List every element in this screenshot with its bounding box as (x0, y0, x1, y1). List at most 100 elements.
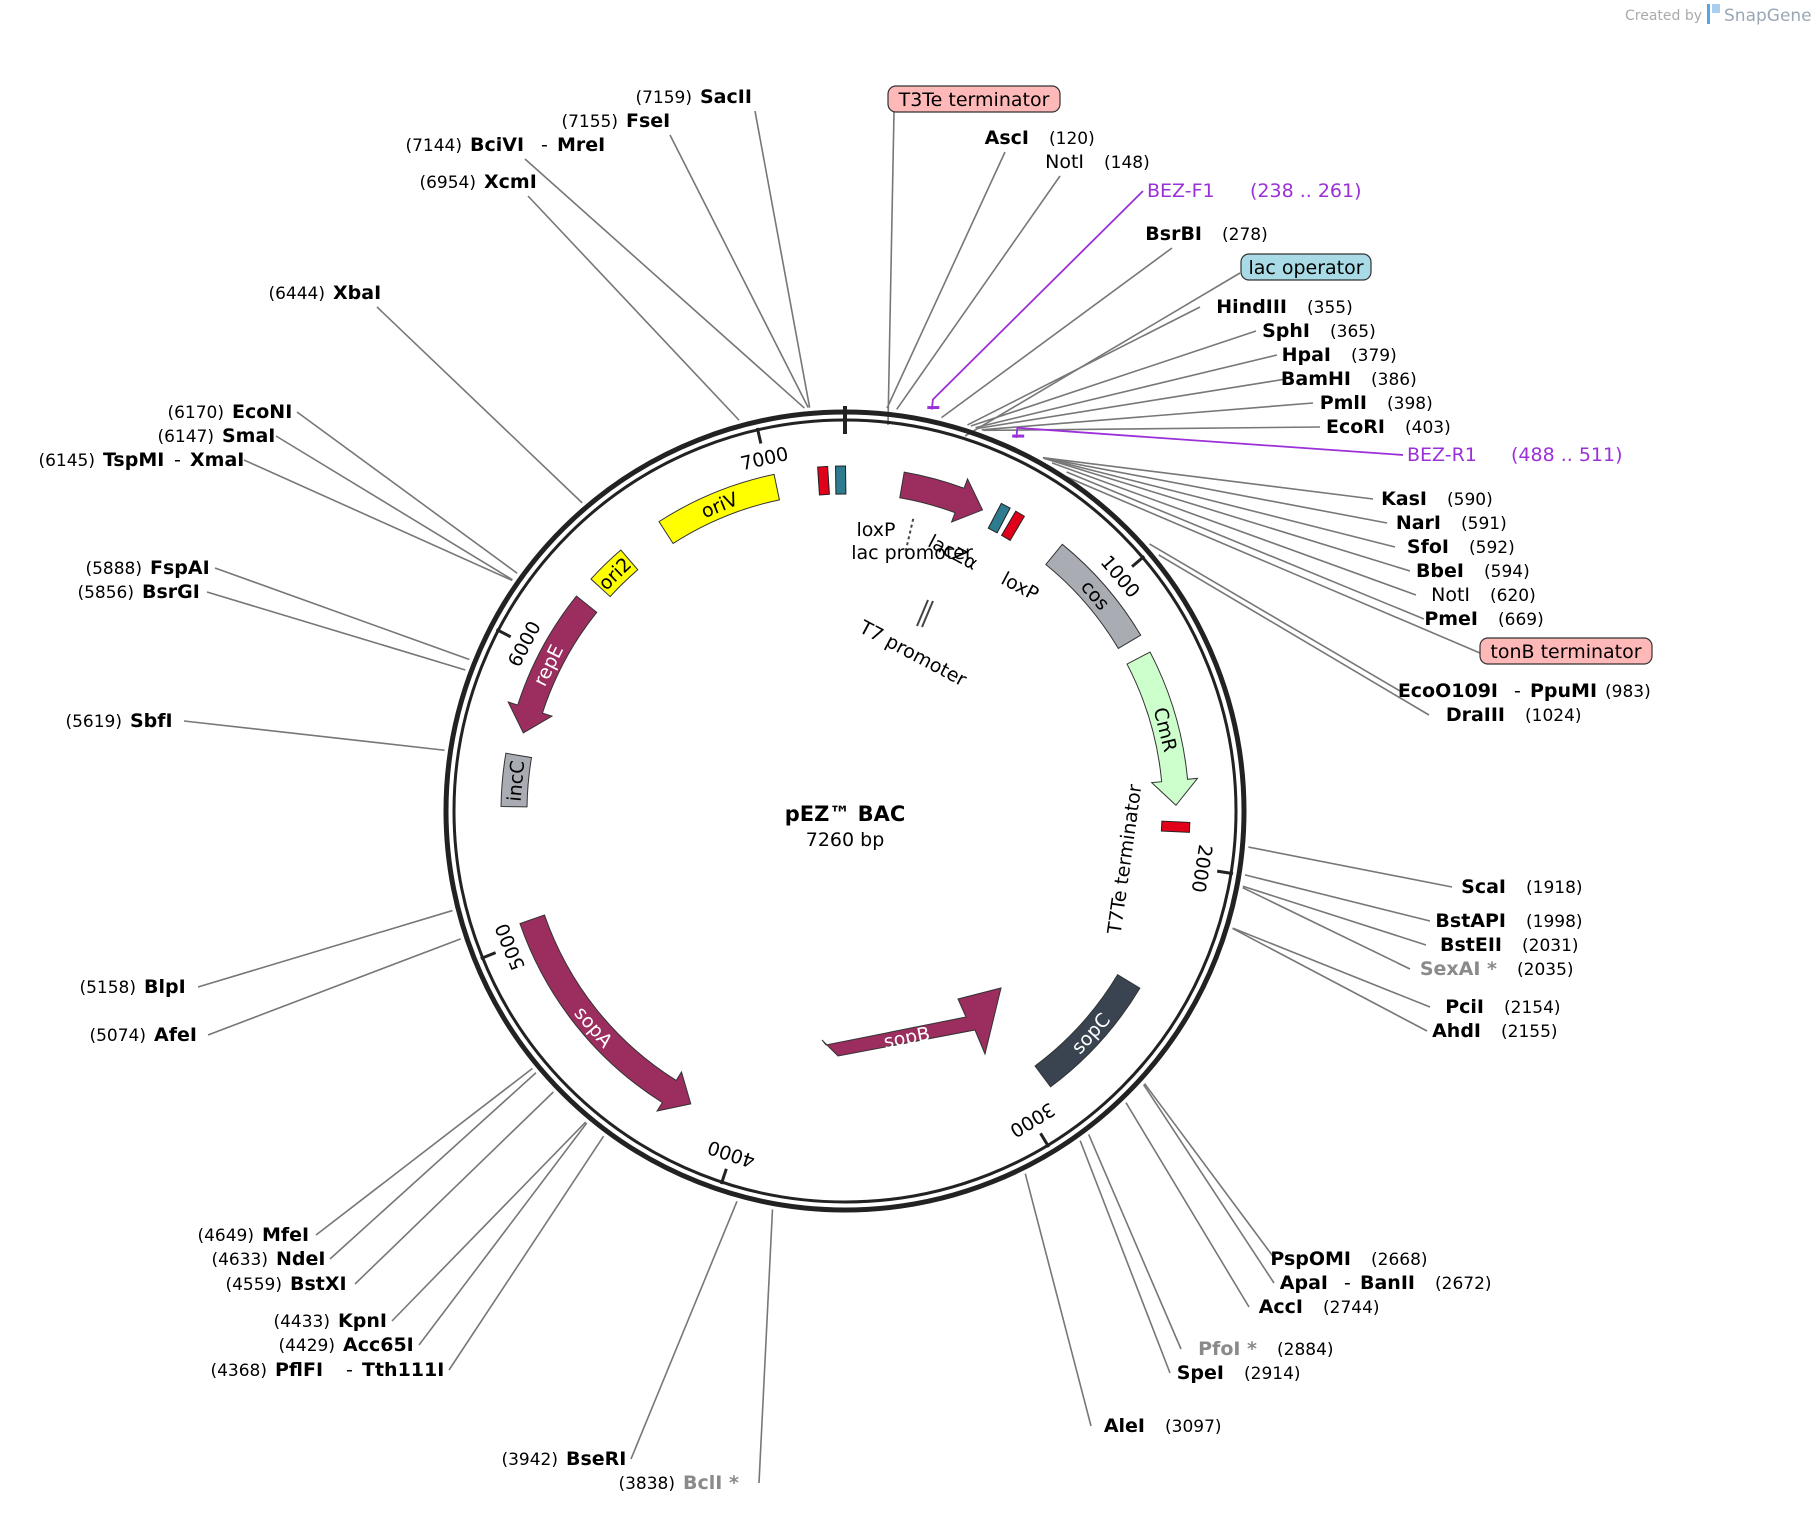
enzyme-name: TspMI (103, 449, 164, 471)
enzyme-name: PciI (1445, 996, 1484, 1018)
enzyme-name: BlpI (144, 976, 186, 998)
enzyme-name: PfoI * (1198, 1338, 1257, 1360)
enzyme-name: XcmI (484, 171, 537, 193)
enzyme-dash: - (541, 134, 548, 156)
primer-leader-1 (1015, 426, 1404, 456)
enzyme-leader (197, 909, 453, 988)
enzyme-name: ScaI (1461, 876, 1506, 898)
enzyme-name: NdeI (276, 1248, 325, 1270)
plasmid-name: pEZ™ BAC (785, 802, 906, 826)
t7-promoter-mark (921, 600, 934, 628)
enzyme-name: PflFI (275, 1359, 323, 1381)
enzyme-name: SacII (700, 86, 752, 108)
enzyme-name: AhdI (1432, 1020, 1481, 1042)
center-title: pEZ™ BAC 7260 bp (785, 802, 906, 851)
enzyme-name: NotI (1045, 151, 1084, 173)
enzyme-leader (1244, 874, 1431, 922)
enzyme-name: SmaI (222, 425, 275, 447)
enzyme-name: HindIII (1216, 296, 1287, 318)
enzyme-name: SpeI (1177, 1362, 1224, 1384)
enzyme-dash: - (346, 1359, 353, 1381)
enzyme-name: PmlI (1320, 392, 1367, 414)
small-features (817, 465, 1191, 833)
enzyme-pos: (5619) (65, 712, 122, 732)
credit-brand: SnapGene (1724, 6, 1812, 26)
enzyme-name: SphI (1262, 320, 1310, 342)
enzyme-name: BbeI (1416, 560, 1464, 582)
boxed-label-0-bg (887, 85, 1061, 113)
enzyme-pos: (386) (1371, 370, 1417, 390)
leader-lines (183, 110, 1481, 1484)
enzyme-name: MfeI (262, 1224, 309, 1246)
enzyme-leader (1043, 457, 1396, 548)
enzyme-name: BamHI (1281, 368, 1351, 390)
feature-incC (500, 752, 533, 808)
enzyme-pos: (2155) (1501, 1022, 1558, 1042)
enzyme-name-2: PpuMI (1530, 680, 1597, 702)
primer-range-0: (238 .. 261) (1250, 180, 1362, 202)
enzyme-pos: (379) (1351, 346, 1397, 366)
tick-1000 (1131, 555, 1146, 568)
enzyme-dash: - (1344, 1272, 1351, 1294)
enzyme-name: KpnI (338, 1310, 387, 1332)
enzyme-pos: (5074) (89, 1026, 146, 1046)
enzyme-pos: (669) (1498, 610, 1544, 630)
enzyme-leader (315, 1067, 533, 1236)
enzyme-leader (896, 175, 1061, 410)
enzyme-dash: - (174, 449, 181, 471)
enzyme-pos: (120) (1049, 129, 1095, 149)
enzyme-name-2: Tth111I (362, 1359, 444, 1381)
enzyme-leader (1043, 457, 1411, 572)
enzyme-name: NotI (1431, 584, 1470, 606)
enzyme-name: Acc65I (343, 1334, 414, 1356)
primer-range-1: (488 .. 511) (1511, 444, 1623, 466)
enzyme-pos: (5856) (77, 583, 134, 603)
enzyme-pos: (620) (1490, 586, 1536, 606)
enzyme-pos: (6444) (268, 284, 325, 304)
feature-CmR (1126, 651, 1199, 807)
enzyme-leader (630, 1201, 738, 1460)
enzyme-leader (418, 1122, 588, 1346)
enzyme-pos: (4649) (197, 1226, 254, 1246)
primer-name-1: BEZ-R1 (1407, 444, 1477, 466)
tick-label-2000: 2000 (1187, 843, 1216, 894)
feature-incC-label: incC (504, 760, 530, 803)
feature-sopB (821, 987, 1002, 1057)
enzyme-leader (448, 1135, 605, 1371)
enzyme-leader (758, 1209, 774, 1484)
primer-name-0: BEZ-F1 (1147, 180, 1215, 202)
enzyme-pos: (5158) (79, 978, 136, 998)
tick-7000 (755, 427, 763, 444)
primers: BEZ-F1 (238 .. 261) BEZ-R1 (488 .. 511) (927, 180, 1623, 466)
enzyme-name: SbfI (130, 710, 173, 732)
enzyme-leader (970, 330, 1257, 427)
leader-lac-operator (964, 272, 1241, 437)
enzyme-name: AscI (985, 127, 1029, 149)
enzyme-name: XbaI (333, 282, 381, 304)
enzyme-pos: (6147) (157, 427, 214, 447)
enzyme-pos: (1998) (1526, 912, 1583, 932)
enzyme-name: AfeI (154, 1024, 197, 1046)
enzyme-name: DraIII (1446, 704, 1505, 726)
enzyme-leader (214, 567, 470, 661)
enzyme-pos: (6170) (167, 403, 224, 423)
enzyme-leader (977, 378, 1287, 430)
tick-3000 (1039, 1132, 1051, 1148)
enzyme-name: HpaI (1282, 344, 1331, 366)
enzyme-pos: (3942) (501, 1450, 558, 1470)
feature-label-2: lacZα (924, 531, 981, 575)
primer-leader-0 (930, 190, 1144, 410)
enzyme-pos: (591) (1461, 514, 1507, 534)
T7Te-bar (1160, 820, 1191, 833)
enzyme-pos: (7155) (561, 112, 618, 132)
enzyme-name: BstXI (290, 1273, 347, 1295)
enzyme-leader (275, 435, 513, 581)
tick-6000 (495, 628, 512, 639)
enzyme-name: KasI (1381, 488, 1427, 510)
boxed-label-1: lac operator (1248, 257, 1363, 279)
enzyme-leader (1079, 1140, 1171, 1374)
enzyme-pos: (4433) (273, 1312, 330, 1332)
